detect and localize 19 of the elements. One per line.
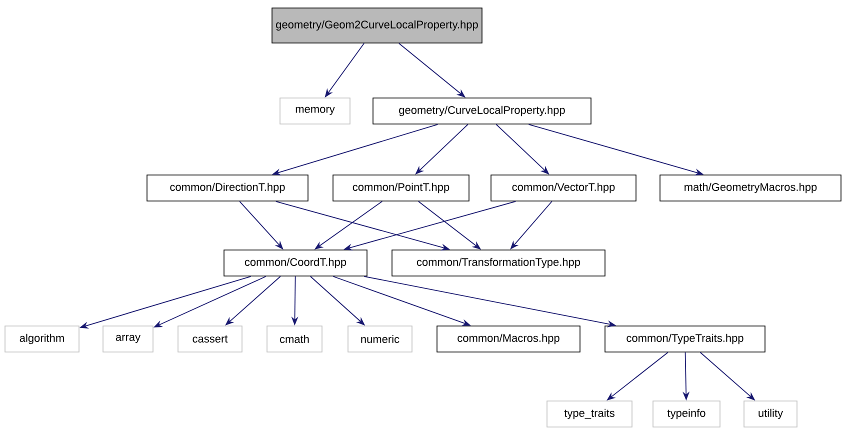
file-box: common/VectorT.hpp	[490, 174, 636, 202]
file-box: common/TypeTraits.hpp	[604, 326, 766, 352]
system-header-box: cmath	[266, 326, 322, 352]
system-header-box: cassert	[178, 326, 242, 352]
system-header-box: utility	[744, 400, 798, 428]
file-box: common/CoordT.hpp	[224, 250, 368, 276]
file-box: common/Macros.hpp	[436, 326, 580, 352]
system-header-box: type_traits	[546, 400, 632, 428]
system-header-box: numeric	[348, 326, 412, 352]
file-box: math/GeometryMacros.hpp	[660, 174, 842, 202]
file-box: common/PointT.hpp	[332, 174, 470, 202]
system-header-box: array	[102, 326, 154, 352]
file-box: common/TransformationType.hpp	[392, 250, 606, 276]
system-header-box: memory	[280, 98, 350, 124]
include-graph-root-box: geometry/Geom2CurveLocalProperty.hpp	[272, 8, 482, 44]
file-box: geometry/CurveLocalProperty.hpp	[372, 98, 592, 124]
file-box: common/DirectionT.hpp	[146, 174, 308, 202]
system-header-box: algorithm	[4, 326, 80, 352]
system-header-box: typeinfo	[652, 400, 720, 428]
